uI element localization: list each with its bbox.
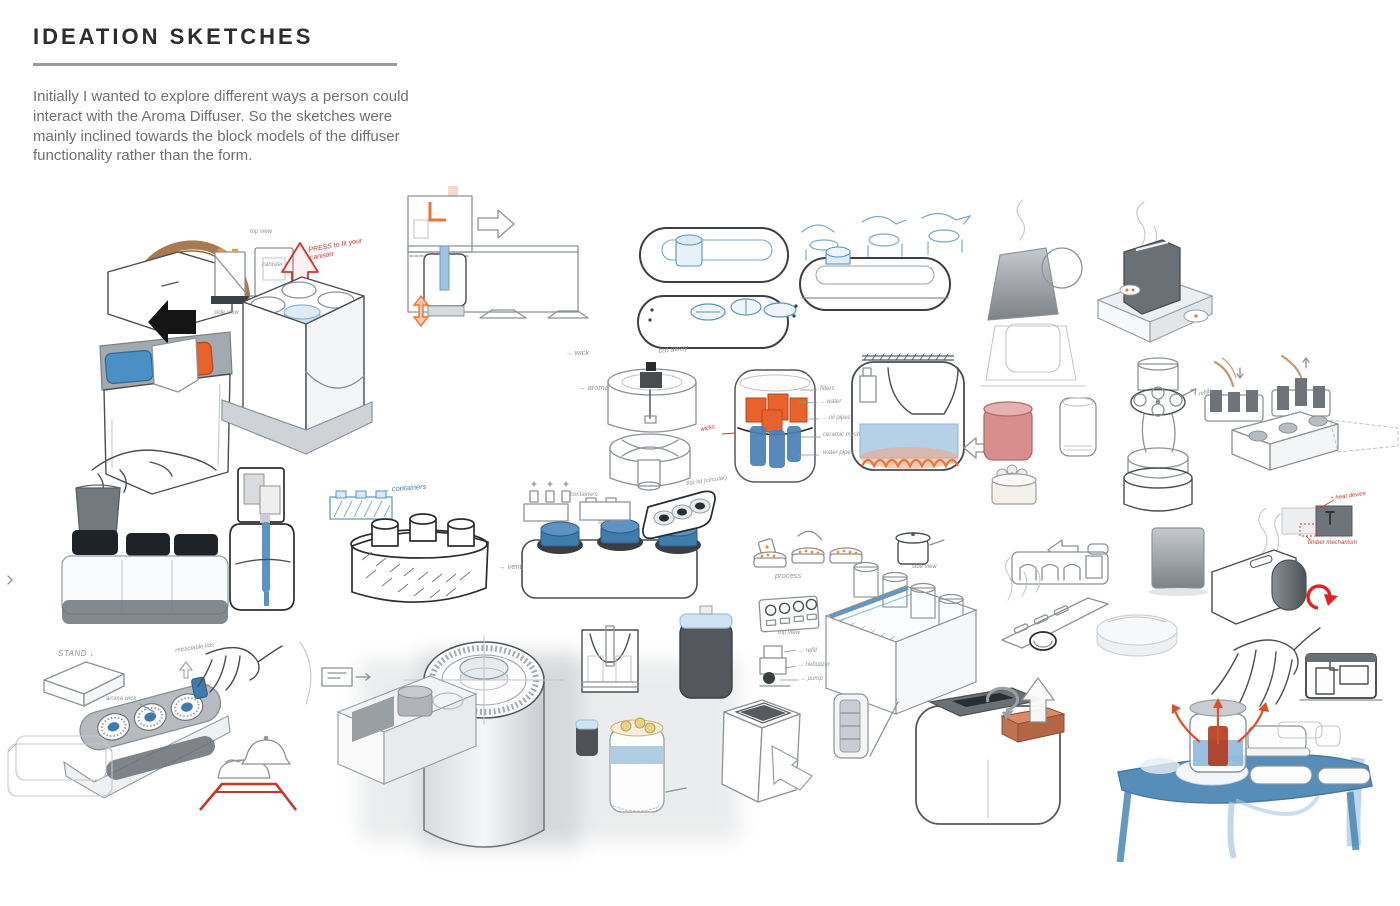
- sketch-revolver-refills: [1123, 357, 1197, 512]
- annotation-pump: → pump: [800, 676, 823, 682]
- annotation-vent: → vent: [498, 562, 522, 571]
- sketch-heat-module: [1281, 499, 1353, 541]
- annotation-filters: filters: [820, 386, 835, 392]
- sketch-press-cartridges: [1204, 354, 1331, 422]
- sketch-nozzle-section: [581, 625, 639, 693]
- sketch-glass-box: [824, 561, 978, 715]
- sketch-tilted-cube: [721, 699, 813, 803]
- intro-paragraph: Initially I wanted to explore different …: [33, 88, 409, 165]
- sketch-lantern-diffuser: [99, 240, 312, 705]
- sketch-top-view-panel: [758, 595, 820, 633]
- sketch-blue-table-hand: [1116, 627, 1373, 863]
- annotation-wick: → wick: [565, 348, 590, 357]
- annotation-ceramic-mesh: ceramic mesh: [823, 432, 861, 438]
- sketch-flat-panel: [1148, 527, 1208, 596]
- sketch-section-box: [1299, 653, 1383, 701]
- sketch-three-dot-brick: [1231, 411, 1399, 471]
- annotation-aroma-wick: aroma wick: [106, 696, 137, 702]
- annotation-top-view-canister: top view: [250, 229, 273, 235]
- sketch-lift-cup: [61, 449, 229, 624]
- sketch-faint-trays: [1277, 721, 1323, 739]
- sketch-capsule-buttons: [637, 295, 798, 349]
- sketch-knob-bar: [1001, 557, 1109, 651]
- page-header: IDEATION SKETCHES Initially I wanted to …: [33, 24, 411, 166]
- sketch-hatched-tray: [329, 490, 489, 603]
- sketch-cylinder-cluster: [609, 433, 691, 491]
- annotation-timber-mechanism: timber mechanism: [1308, 540, 1358, 546]
- sketch-capsule-open: [639, 227, 789, 283]
- annotation-oil-pipes: → oil pipes: [821, 415, 851, 421]
- annotation-top-view-panel: top view: [778, 630, 801, 636]
- sketch-red-stand: [199, 759, 298, 811]
- sketch-side-view-card: [211, 248, 249, 304]
- sketch-dial-wedge: [43, 645, 283, 799]
- sketch-process-row: [753, 530, 945, 568]
- sketch-cartridge-column: [833, 693, 899, 759]
- annotation-water-pipes: water pipes: [823, 450, 854, 456]
- annotation-side-view-pot: side view: [912, 564, 937, 570]
- page-title: IDEATION SKETCHES: [33, 24, 314, 49]
- annotation-refill: → refill: [798, 648, 817, 654]
- stray-chevron-mark: [7, 575, 13, 585]
- sketch-slot-tray-side: [1011, 539, 1109, 585]
- annotation-stand: STAND ↓: [58, 649, 95, 658]
- sketch-clear-tray: [7, 735, 113, 797]
- sketch-dark-canister: [679, 605, 733, 699]
- annotation-side-view-bricks: side view: [598, 520, 623, 526]
- sketch-cutaway-cylinder: [607, 362, 697, 433]
- sketch-humidifier-cartridge: [915, 676, 1066, 825]
- annotation-water: → water: [819, 399, 842, 405]
- sketch-toaster-diffuser: [1096, 201, 1214, 343]
- annotation-nebulizer: → nebulizer: [798, 662, 831, 668]
- sketch-brick-cup: [321, 667, 478, 785]
- sketch-oval-hole-tray: [642, 490, 716, 540]
- sketch-pink-canister: [983, 401, 1037, 505]
- sketch-glass-cup: [1059, 397, 1097, 457]
- sketch-rotating-drum: [1211, 507, 1338, 625]
- sketch-screen-stand: [979, 199, 1086, 387]
- annotation-process: process: [775, 571, 802, 580]
- sketch-heater-jar: [851, 353, 989, 471]
- sketch-drip-carafe: [229, 467, 295, 611]
- annotation-aroma: → aroma: [578, 383, 609, 392]
- sketch-nebulizer-section: [759, 645, 798, 687]
- annotation-containers-small: containers: [570, 492, 598, 498]
- sketch-cartridge-cross-section: [721, 369, 821, 483]
- sketch-capsule-with-cup: [799, 246, 951, 311]
- sketch-slide-mechanism: [407, 186, 589, 328]
- sketch-mini-brick-studies: [523, 481, 631, 522]
- annotation-side-view-canister: side view: [214, 310, 239, 316]
- title-divider: [33, 63, 397, 66]
- sketch-hand-studies-blue: [801, 212, 972, 261]
- sketch-canister-cube: [221, 242, 373, 455]
- annotation-canister-screen: canister: [262, 262, 284, 268]
- sketch-round-disc: [1096, 614, 1178, 657]
- sketch-blue-band-jar: [575, 717, 687, 813]
- sketch-dome-pod: [241, 735, 291, 765]
